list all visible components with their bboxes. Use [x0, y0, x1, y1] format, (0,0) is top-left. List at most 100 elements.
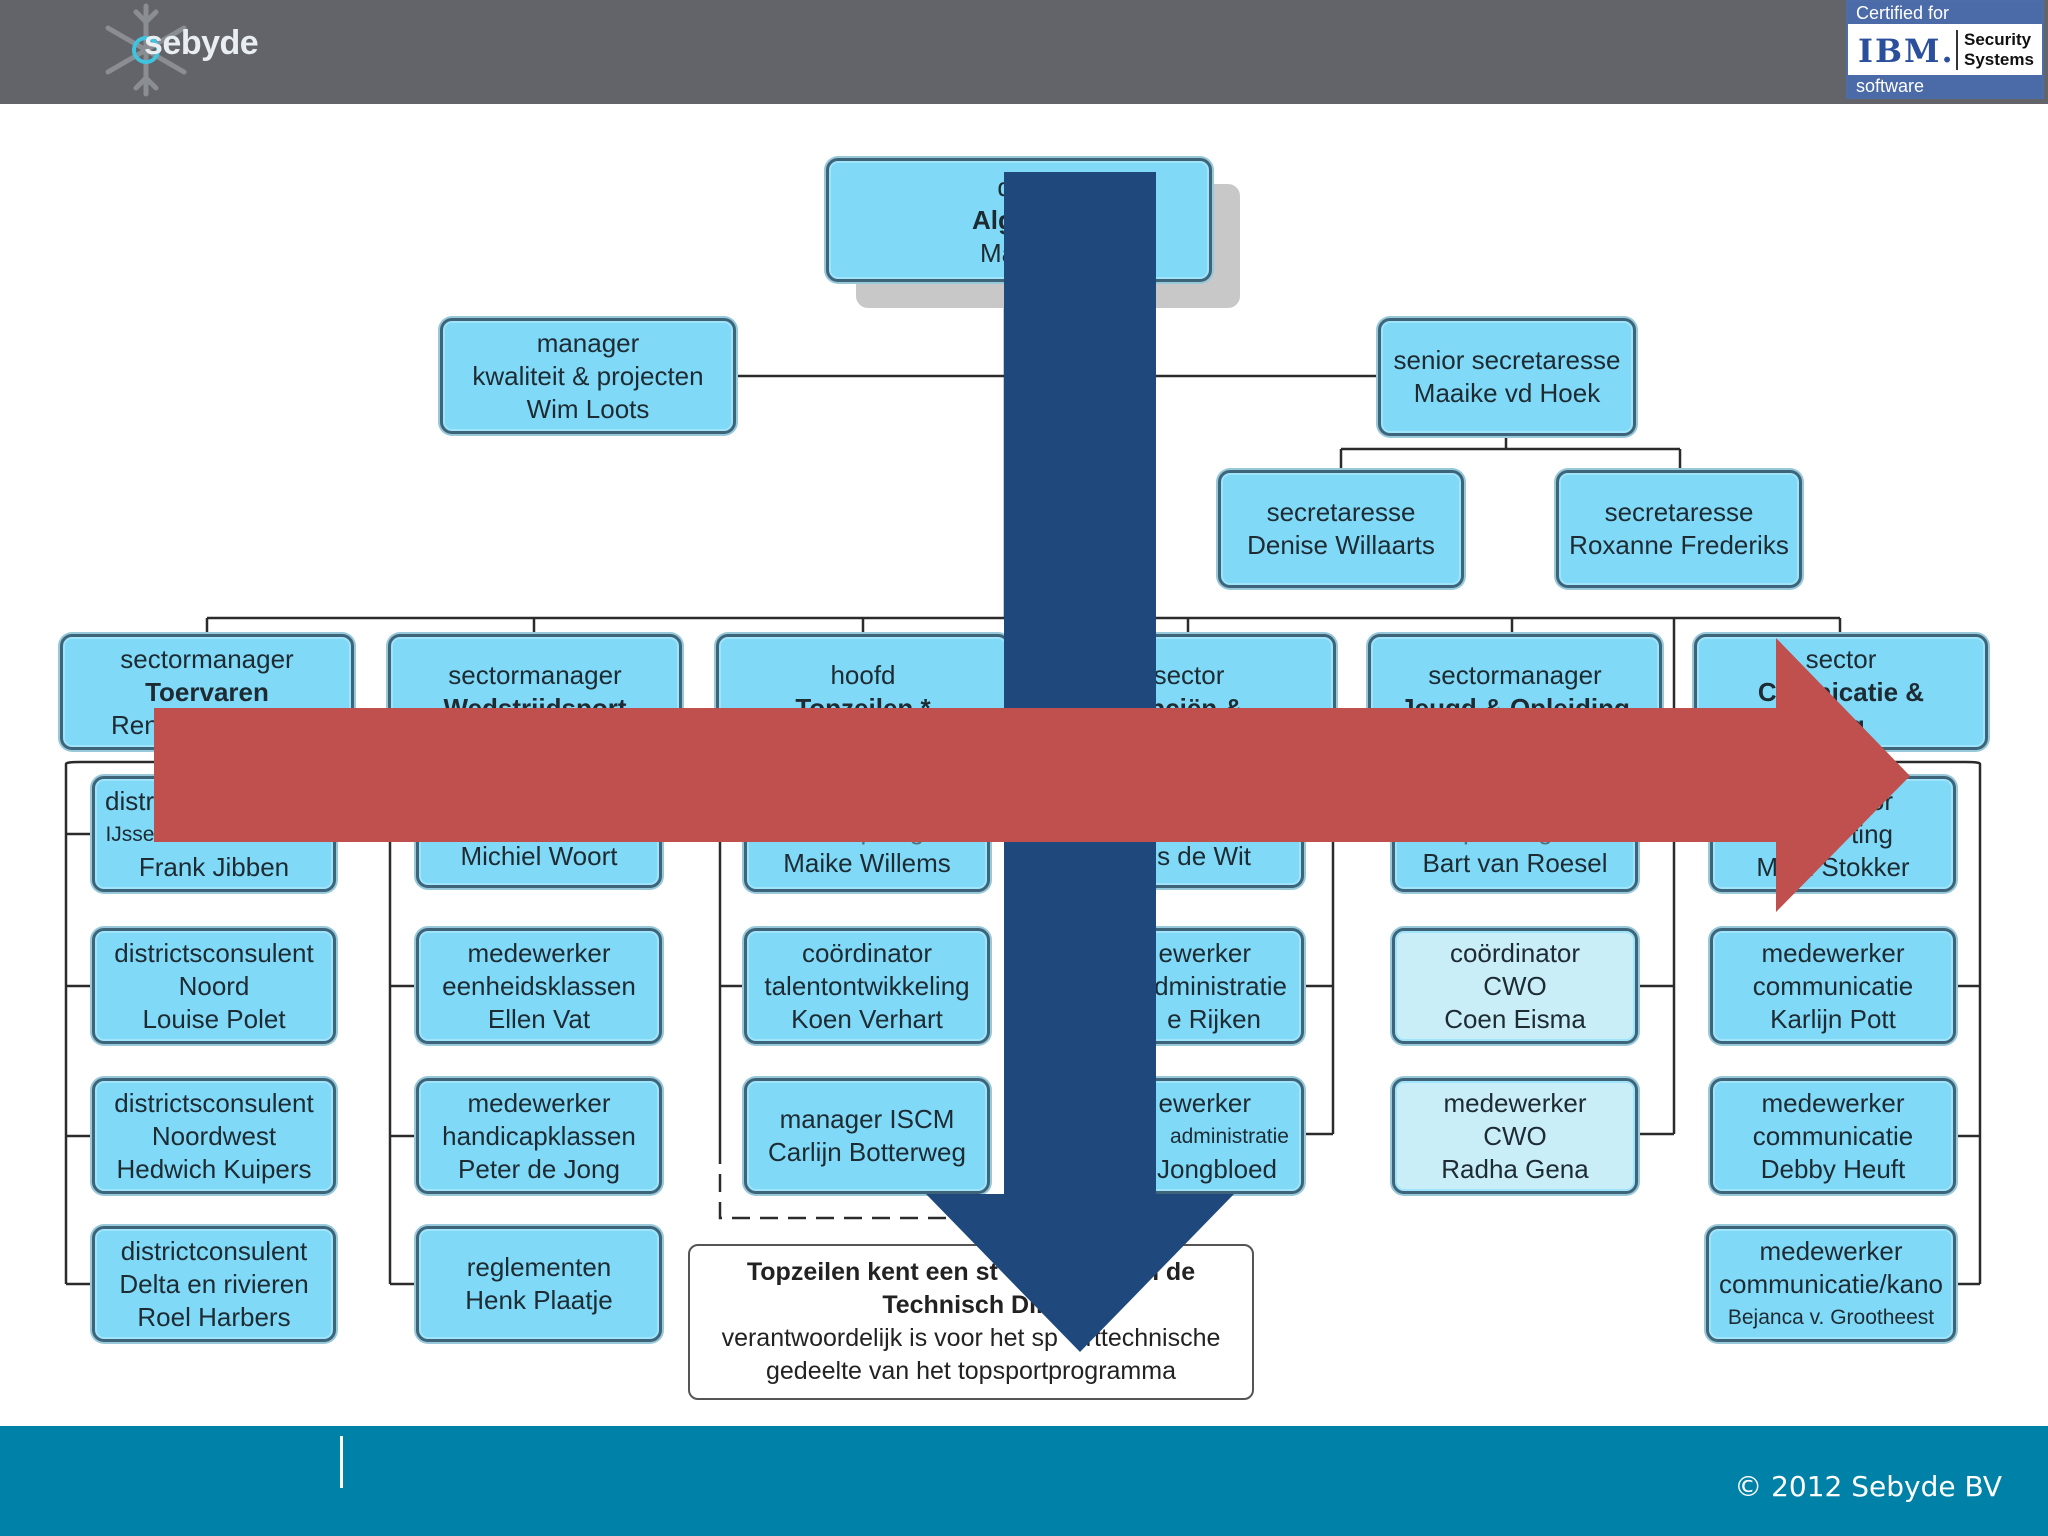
node-line: medewerker	[467, 1087, 611, 1118]
node-line: reglementen	[466, 1252, 612, 1282]
badge-mid: IBM. Security Systems	[1858, 28, 2038, 72]
node-line: Noord	[178, 970, 250, 1001]
node-line: sectormanager	[448, 660, 622, 690]
node-line: Ellen Vat	[487, 1003, 591, 1034]
node-eenheidsklassen[interactable]: medewerker eenheidsklassen Ellen Vat	[416, 928, 662, 1044]
node-handicapklassen[interactable]: medewerker handicapklassen Peter de Jong	[416, 1078, 662, 1194]
badge-bottom-text: software	[1848, 75, 2042, 97]
node-line: Maike Willems	[783, 848, 951, 878]
node-district-noordwest[interactable]: districtsconsulent Noordwest Hedwich Kui…	[92, 1078, 336, 1194]
node-line: Ren	[111, 709, 159, 740]
badge-divider	[1956, 30, 1958, 70]
node-line: Delta en rivieren	[119, 1268, 309, 1299]
node-district-delta[interactable]: districtconsulent Delta en rivieren Roel…	[92, 1226, 336, 1342]
node-line: dministratie	[1154, 970, 1287, 1001]
node-line: communicatie/kano	[1719, 1268, 1943, 1299]
node-line: secretaresse	[1266, 497, 1416, 527]
node-line: sectormanager	[120, 643, 294, 674]
node-line: Wim Loots	[526, 393, 650, 424]
badge-product-line1: Security	[1964, 30, 2032, 49]
node-line: talentontwikkeling	[764, 970, 970, 1001]
copyright-text: © 2012 Sebyde BV	[1734, 1470, 2002, 1503]
node-senior-secretaresse[interactable]: senior secretaresse Maaike vd Hoek	[1378, 318, 1636, 436]
sebyde-logo[interactable]: sebyde	[96, 0, 296, 100]
node-line: ewerker	[1158, 937, 1251, 968]
node-line: Koen Verhart	[791, 1003, 943, 1034]
badge-top-text: Certified for	[1848, 2, 2042, 24]
node-line: coördinator	[801, 937, 933, 968]
node-line: e Rijken	[1167, 1003, 1261, 1034]
node-line: Toervaren	[145, 676, 269, 707]
node-line: sectormanager	[1428, 660, 1602, 690]
node-reglementen[interactable]: reglementen Henk Plaatje	[416, 1226, 662, 1342]
ibm-certification-badge: Certified for IBM. Security Systems soft…	[1846, 0, 2044, 99]
node-line: districtsconsulent	[114, 937, 314, 968]
node-line: distr	[105, 785, 155, 816]
node-line: Jongbloed	[1157, 1153, 1277, 1184]
logo-text: sebyde	[144, 24, 259, 62]
node-line: medewerker	[1443, 1087, 1587, 1118]
ibm-logo: IBM.	[1858, 32, 1955, 70]
node-line: Carlijn Botterweg	[768, 1137, 966, 1167]
node-line: eenheidsklassen	[442, 970, 636, 1001]
node-manager-kwaliteit[interactable]: manager kwaliteit & projecten Wim Loots	[440, 318, 736, 434]
header-bar: sebyde Certified for IBM. Security Syste…	[0, 0, 2048, 104]
node-cwo-coordinator[interactable]: coördinator CWO Coen Eisma	[1392, 928, 1638, 1044]
note-line: Topzeilen kent een st in de	[746, 1258, 1196, 1286]
node-line: Roxanne Frederiks	[1569, 530, 1789, 560]
node-line: medewerker	[1761, 1087, 1905, 1118]
snowflake-logo-icon	[105, 3, 187, 97]
node-line: manager ISCM	[779, 1104, 955, 1134]
node-talentontwikkeling[interactable]: coördinator talentontwikkeling Koen Verh…	[744, 928, 990, 1044]
node-line: kwaliteit & projecten	[472, 360, 704, 391]
node-line: Michiel Woort	[460, 840, 618, 871]
node-line: Maaike vd Hoek	[1413, 378, 1601, 408]
node-communicatie-1[interactable]: medewerker communicatie Karlijn Pott	[1710, 928, 1956, 1044]
node-line: Henk Plaatje	[465, 1285, 613, 1315]
node-cwo-medewerker[interactable]: medewerker CWO Radha Gena	[1392, 1078, 1638, 1194]
node-line: senior secretaresse	[1393, 345, 1621, 375]
footer-bar: © 2012 Sebyde BV	[0, 1426, 2048, 1536]
node-line: handicapklassen	[442, 1120, 636, 1151]
node-manager-iscm[interactable]: manager ISCM Carlijn Botterweg	[744, 1078, 990, 1194]
node-line: communicatie	[1752, 970, 1914, 1001]
node-line: CWO	[1483, 970, 1547, 1001]
node-line: medewerker	[467, 937, 611, 968]
node-line: Peter de Jong	[458, 1153, 620, 1184]
node-district-noord[interactable]: districtsconsulent Noord Louise Polet	[92, 928, 336, 1044]
node-line: Roel Harbers	[137, 1301, 291, 1332]
node-secretaresse-2[interactable]: secretaresse Roxanne Frederiks	[1556, 470, 1802, 588]
note-line: verantwoordelijk is voor het sp rttechni…	[721, 1324, 1221, 1352]
node-line: medewerker	[1759, 1235, 1903, 1266]
node-line: CWO	[1483, 1120, 1547, 1151]
node-line: ewerker	[1158, 1087, 1251, 1118]
node-line: Bejanca v. Grootheest	[1727, 1305, 1935, 1329]
node-line: coördinator	[1449, 937, 1581, 968]
node-line: communicatie	[1752, 1120, 1914, 1151]
node-line: Bart van Roesel	[1422, 848, 1608, 878]
footer-divider	[340, 1436, 343, 1488]
node-line: Hedwich Kuipers	[116, 1153, 312, 1184]
node-line: administratie	[1169, 1124, 1289, 1148]
node-line: Coen Eisma	[1444, 1003, 1586, 1034]
node-communicatie-kano[interactable]: medewerker communicatie/kano Bejanca v. …	[1706, 1226, 1956, 1342]
node-communicatie-2[interactable]: medewerker communicatie Debby Heuft	[1710, 1078, 1956, 1194]
badge-product: Security Systems	[1964, 30, 2034, 70]
node-line: districtsconsulent	[114, 1087, 314, 1118]
node-line: medewerker	[1761, 937, 1905, 968]
node-line: Debby Heuft	[1760, 1153, 1906, 1184]
node-line: s de Wit	[1157, 840, 1251, 871]
node-line: hoofd	[830, 660, 896, 690]
node-line: Denise Willaarts	[1247, 530, 1435, 560]
badge-product-line2: Systems	[1964, 50, 2034, 69]
node-line: sector	[1153, 660, 1225, 690]
node-line: Radha Gena	[1441, 1153, 1589, 1184]
node-secretaresse-1[interactable]: secretaresse Denise Willaarts	[1218, 470, 1464, 588]
node-line: sector	[1805, 643, 1877, 674]
node-line: Louise Polet	[142, 1003, 286, 1034]
node-line: Noordwest	[151, 1120, 277, 1151]
node-line: manager	[536, 327, 640, 358]
note-line: gedeelte van het topsportprogramma	[766, 1357, 1176, 1385]
node-line: secretaresse	[1604, 497, 1754, 527]
